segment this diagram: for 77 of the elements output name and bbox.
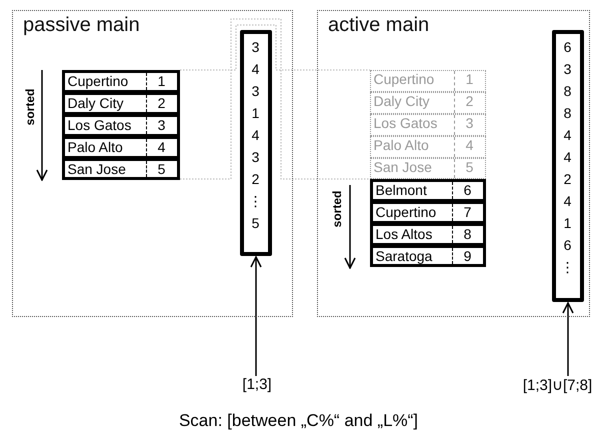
row-id: 2 xyxy=(146,94,176,112)
column-value: 1 xyxy=(252,104,260,122)
column-value: ⋮ xyxy=(248,192,262,210)
table-row xyxy=(62,114,180,136)
row-id: 8 xyxy=(452,226,482,242)
column-value: 6 xyxy=(564,236,572,254)
panel-frame xyxy=(12,10,293,317)
column-value: 3 xyxy=(252,148,260,166)
row-id: 7 xyxy=(452,204,482,220)
city-name: Daly City xyxy=(66,94,125,112)
axis-label: sorted xyxy=(330,189,344,228)
row-id: 6 xyxy=(452,182,482,198)
city-name: Palo Alto xyxy=(372,136,430,154)
column-value: 4 xyxy=(252,60,260,78)
arrow xyxy=(250,256,262,376)
column-value: 5 xyxy=(252,214,260,232)
city-name: San Jose xyxy=(66,160,127,176)
axis-label: sorted xyxy=(23,88,37,127)
faded-table-row xyxy=(370,136,486,158)
faded-table-row xyxy=(370,92,486,114)
arrow xyxy=(562,302,574,376)
row-id: 1 xyxy=(454,70,484,90)
row-id: 5 xyxy=(146,160,176,176)
column-value: 8 xyxy=(564,82,572,100)
row-id: 4 xyxy=(454,136,484,156)
column-value: 3 xyxy=(252,82,260,100)
value-column xyxy=(240,30,272,256)
column-value: 3 xyxy=(564,60,572,78)
row-id: 5 xyxy=(454,158,484,178)
panel-title: active main xyxy=(328,14,430,37)
city-name: Los Altos xyxy=(374,226,434,242)
table-row xyxy=(370,222,486,246)
city-name: Los Gatos xyxy=(66,116,132,134)
column-value: 3 xyxy=(252,38,260,56)
city-name: Cupertino xyxy=(372,70,436,89)
column-value: 6 xyxy=(564,38,572,56)
panel-title: passive main xyxy=(23,14,140,37)
table-row xyxy=(370,200,486,224)
row-id: 4 xyxy=(146,138,176,156)
value-column xyxy=(552,30,584,302)
panel-frame xyxy=(317,10,590,317)
column-value: 1 xyxy=(564,214,572,232)
range-label: [1;3]∪[7;8] xyxy=(519,376,596,396)
row-id: 3 xyxy=(146,116,176,134)
city-name: Cupertino xyxy=(374,204,438,220)
row-id: 9 xyxy=(452,248,482,264)
table-row xyxy=(370,244,486,266)
column-value: 4 xyxy=(564,192,572,210)
city-name: Belmont xyxy=(374,182,428,198)
guide-line xyxy=(180,18,370,180)
faded-table-row xyxy=(370,70,486,92)
row-id: 1 xyxy=(146,72,176,90)
city-name: Daly City xyxy=(372,92,431,111)
city-name: Saratoga xyxy=(374,248,434,264)
city-name: Los Gatos xyxy=(372,114,438,132)
column-value: 4 xyxy=(564,148,572,166)
column-value: 2 xyxy=(252,170,260,188)
column-value: 4 xyxy=(252,126,260,144)
caption: Scan: [between „C%“ and „L%“] xyxy=(178,411,420,431)
row-id: 2 xyxy=(454,92,484,112)
city-name: San Jose xyxy=(372,158,433,176)
column-value: ⋮ xyxy=(560,258,574,276)
table-row xyxy=(62,70,180,92)
column-value: 2 xyxy=(564,170,572,188)
table-row xyxy=(62,158,180,180)
table-row xyxy=(62,136,180,158)
table-row xyxy=(370,178,486,202)
row-id: 3 xyxy=(454,114,484,134)
faded-table-row xyxy=(370,158,486,178)
city-name: Palo Alto xyxy=(66,138,124,156)
column-value: 8 xyxy=(564,104,572,122)
range-label: [1;3] xyxy=(227,376,287,396)
column-value: 4 xyxy=(564,126,572,144)
table-row xyxy=(62,92,180,114)
faded-table-row xyxy=(370,114,486,136)
guide-line xyxy=(180,24,370,70)
city-name: Cupertino xyxy=(66,72,130,90)
